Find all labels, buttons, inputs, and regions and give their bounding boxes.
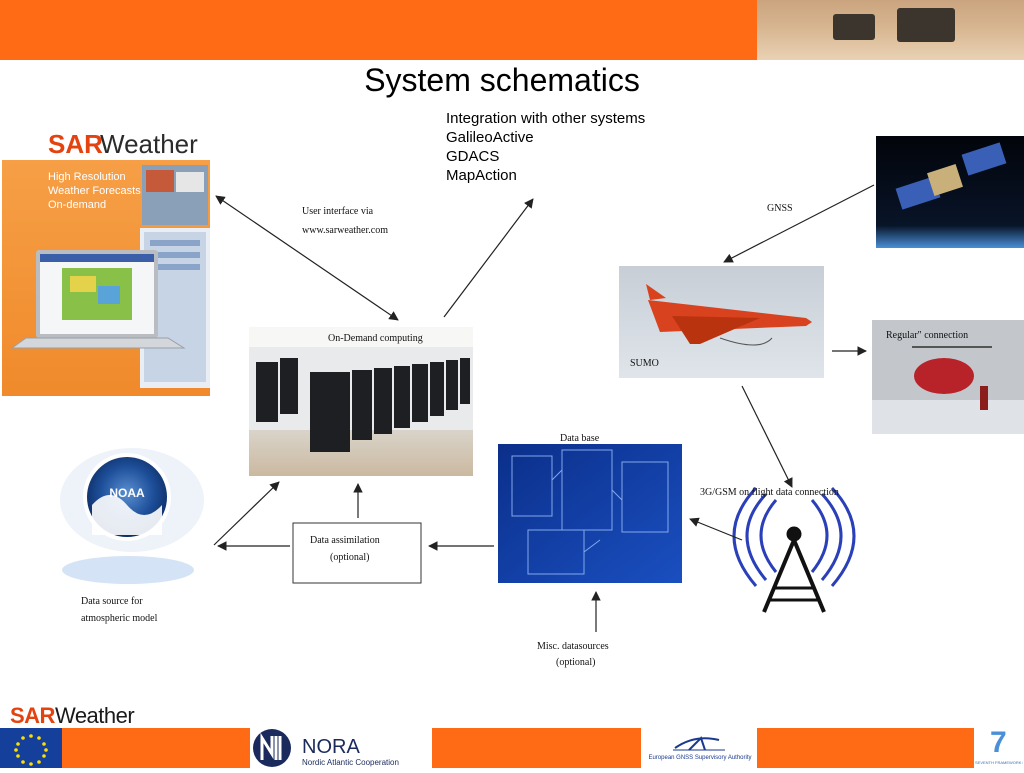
sarweather-footer-logo: SARWeather bbox=[10, 703, 135, 729]
sarweather-panel-logo-sar: SAR bbox=[48, 129, 103, 159]
footer-logo-weather: Weather bbox=[54, 703, 135, 728]
integration-item: GDACS bbox=[446, 148, 500, 165]
misc-datasources-optional-label: (optional) bbox=[556, 657, 596, 668]
satellite-image bbox=[876, 136, 1024, 248]
gnss-label: GNSS bbox=[767, 203, 793, 214]
sarweather-tagline-line: Weather Forecasts bbox=[48, 185, 141, 197]
header-photo-vehicles bbox=[757, 0, 1024, 60]
misc-datasources-label: Misc. datasources bbox=[537, 641, 609, 652]
footer-logo-sar: SAR bbox=[10, 703, 55, 728]
diagram-arrows bbox=[213, 184, 875, 632]
nora-title: NORA bbox=[302, 736, 360, 758]
sarweather-tagline-line: High Resolution bbox=[48, 171, 126, 183]
gsa-logo: European GNSS Supervisory Authority bbox=[641, 728, 757, 768]
helicopter-rescue-image bbox=[872, 320, 1024, 434]
gsm-connection-label: 3G/GSM on flight data connection bbox=[700, 487, 839, 498]
regular-connection-label: Regular" connection bbox=[886, 330, 969, 341]
eu-flag-icon bbox=[0, 728, 62, 768]
database-image bbox=[498, 444, 682, 583]
data-assimilation-label: Data assimilation bbox=[310, 535, 380, 546]
user-interface-label: User interface via bbox=[302, 206, 374, 217]
fp7-caption: SEVENTH FRAMEWORK PROGRAMME bbox=[975, 760, 1023, 765]
noaa-logo-image: NOAA bbox=[60, 448, 204, 584]
radio-tower-icon bbox=[732, 486, 856, 613]
sumo-label: SUMO bbox=[630, 358, 659, 369]
gsa-caption: European GNSS Supervisory Authority bbox=[648, 755, 752, 761]
integration-item: MapAction bbox=[446, 167, 517, 184]
nora-logo: NORA Nordic Atlantic Cooperation bbox=[250, 728, 432, 768]
sarweather-website-image: SAR Weather High Resolution Weather Fore… bbox=[2, 126, 210, 396]
fp7-logo: 7 SEVENTH FRAMEWORK PROGRAMME bbox=[974, 726, 1024, 768]
integration-heading: Integration with other systems bbox=[446, 110, 646, 127]
sarweather-panel-logo-weather: Weather bbox=[100, 129, 198, 159]
footer-bar bbox=[0, 728, 1024, 768]
integration-list: Integration with other systems GalileoAc… bbox=[446, 109, 645, 185]
sumo-aircraft-image bbox=[619, 266, 824, 378]
integration-item: GalileoActive bbox=[446, 129, 534, 146]
on-demand-computing-label: On-Demand computing bbox=[328, 333, 423, 344]
user-interface-url-label: www.sarweather.com bbox=[302, 225, 388, 236]
nora-subtitle: Nordic Atlantic Cooperation bbox=[302, 758, 399, 767]
data-assimilation-optional-label: (optional) bbox=[330, 552, 370, 563]
sarweather-tagline-line: On-demand bbox=[48, 199, 106, 211]
data-assimilation-box bbox=[292, 522, 422, 584]
data-source-label: Data source for bbox=[81, 596, 143, 607]
slide-title: System schematics bbox=[364, 62, 640, 98]
fp7-digit: 7 bbox=[990, 726, 1007, 759]
header-bar bbox=[0, 0, 757, 60]
atmospheric-model-label: atmospheric model bbox=[81, 613, 158, 624]
noaa-badge-text: NOAA bbox=[109, 486, 145, 500]
on-demand-computing-image bbox=[249, 327, 473, 476]
database-label: Data base bbox=[560, 433, 600, 444]
vehicle-image bbox=[897, 8, 955, 42]
vehicle-image bbox=[833, 14, 875, 40]
